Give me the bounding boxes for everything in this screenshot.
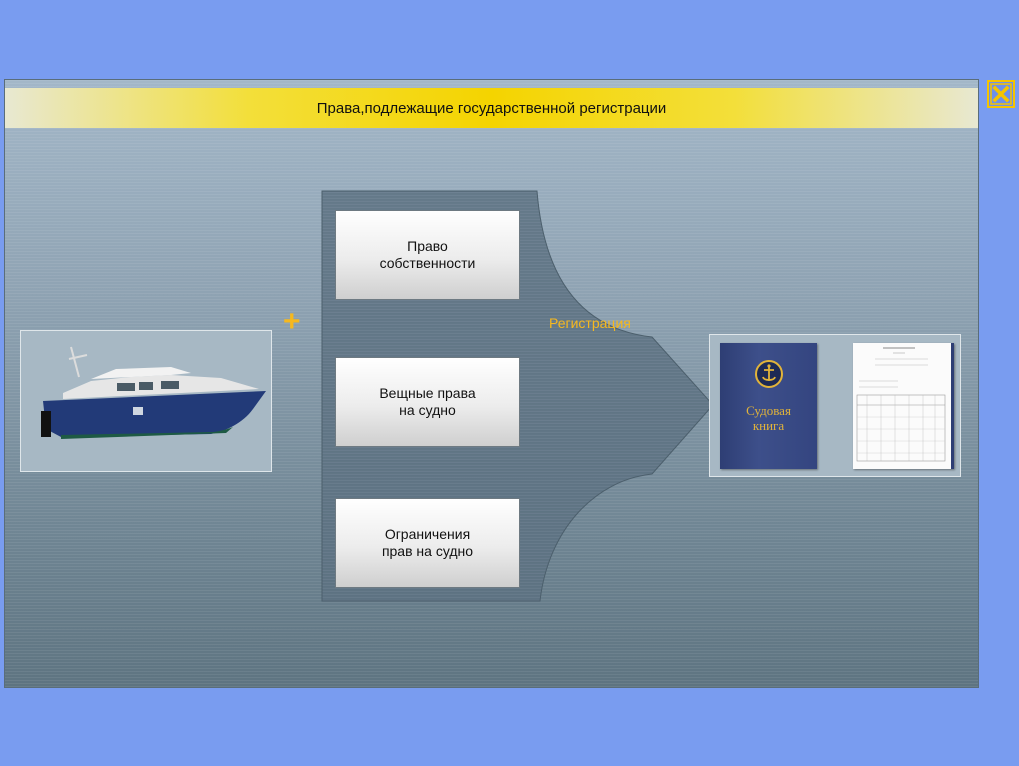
title-bar: Права,подлежащие государственной регистр… (5, 88, 978, 128)
book-title: Судовая книга (746, 403, 791, 433)
plus-sign: + (283, 305, 301, 338)
close-icon (990, 83, 1012, 105)
close-button[interactable] (987, 80, 1015, 108)
ship-book-image: Судовая книга (709, 334, 961, 477)
restrictions-card[interactable]: Ограничения прав на судно (335, 498, 520, 588)
document-page-icon (856, 347, 946, 462)
yacht-image (20, 330, 272, 472)
ship-book-page (853, 343, 954, 469)
ownership-right-card[interactable]: Право собственности (335, 210, 520, 300)
registration-label: Регистрация (549, 315, 631, 331)
anchor-emblem-icon (755, 360, 783, 388)
page-title: Права,подлежащие государственной регистр… (316, 99, 667, 117)
yacht-icon (41, 346, 266, 439)
ship-book-cover: Судовая книга (720, 343, 817, 469)
property-rights-card[interactable]: Вещные права на судно (335, 357, 520, 447)
